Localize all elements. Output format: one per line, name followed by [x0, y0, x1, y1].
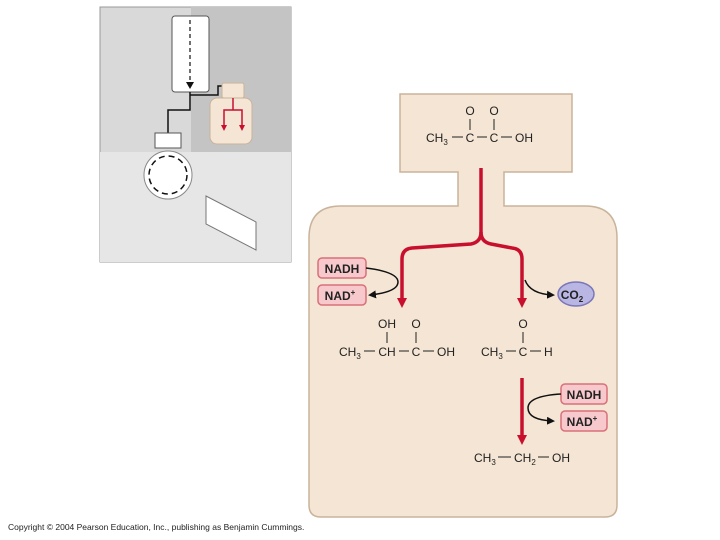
lactate-structure: OH O CH3 CH C OH	[339, 317, 455, 361]
lactate-oh-top: OH	[378, 317, 396, 331]
co2-arrow	[524, 279, 555, 299]
thumbnail-membrane	[205, 195, 257, 251]
co2-release: CO2	[524, 279, 595, 307]
acetaldehyde-c: C	[519, 345, 528, 359]
acetaldehyde-o-top: O	[518, 317, 527, 331]
acetaldehyde-structure: O CH3 C H	[481, 317, 553, 361]
nad-label-left: NAD+	[325, 288, 356, 303]
lactate-o-top: O	[411, 317, 420, 331]
thumbnail-small-box	[154, 132, 182, 149]
lactate-oh: OH	[437, 345, 455, 359]
thumbnail-red-branch	[223, 98, 243, 128]
lactate-ch: CH	[378, 345, 395, 359]
thumbnail-krebs-cycle	[143, 150, 193, 200]
nad-label-right: NAD+	[567, 414, 598, 429]
pyruvate-branch-arrows	[397, 168, 527, 308]
pyruvate-ch3: CH3	[426, 131, 448, 147]
pyruvate-o1: O	[465, 104, 474, 118]
pyruvate-oh: OH	[515, 131, 533, 145]
lactate-ch3: CH3	[339, 345, 361, 361]
ethanol-oh: OH	[552, 451, 570, 465]
thumbnail-lower-region	[100, 152, 291, 262]
nadh-to-nad-arrow-left	[365, 267, 399, 299]
acetaldehyde-to-ethanol: NADH NAD+	[517, 378, 608, 445]
ethanol-ch3: CH3	[474, 451, 496, 467]
ethanol-ch2: CH2	[514, 451, 536, 467]
pyruvate-o2: O	[489, 104, 498, 118]
acetaldehyde-ch3: CH3	[481, 345, 503, 361]
ethanol-branch-arrow	[479, 231, 527, 308]
overview-thumbnail	[99, 6, 292, 263]
lactate-c: C	[412, 345, 421, 359]
cell-compartment	[308, 93, 618, 518]
nadh-to-nad-arrow-right	[527, 393, 562, 425]
thumbnail-pyruvate-box	[221, 82, 245, 99]
nadh-label-right: NADH	[567, 388, 602, 402]
copyright-notice: Copyright © 2004 Pearson Education, Inc.…	[8, 522, 305, 532]
nadh-label-left: NADH	[325, 262, 360, 276]
fermentation-box	[308, 93, 618, 518]
thumbnail-fermentation-box	[209, 97, 253, 145]
thumbnail-arrowhead	[186, 82, 194, 89]
pyruvate-c2: C	[490, 131, 499, 145]
co2-label: CO2	[561, 288, 584, 304]
lactate-cofactors: NADH NAD+	[317, 257, 399, 306]
pyruvate-c1: C	[466, 131, 475, 145]
thumbnail-connector	[167, 92, 191, 133]
acetaldehyde-h: H	[544, 345, 553, 359]
ethanol-structure: CH3 CH2 OH	[474, 451, 570, 467]
co2-bubble	[557, 281, 595, 307]
nad-badge-left	[317, 284, 367, 306]
nad-badge-right	[560, 410, 608, 432]
pyruvate-structure: O O CH3 C C OH	[426, 104, 533, 147]
thumbnail-red-arrowhead	[239, 125, 245, 131]
thumbnail-red-arrowhead	[221, 125, 227, 131]
thumbnail-cycle-arrow	[148, 155, 188, 195]
